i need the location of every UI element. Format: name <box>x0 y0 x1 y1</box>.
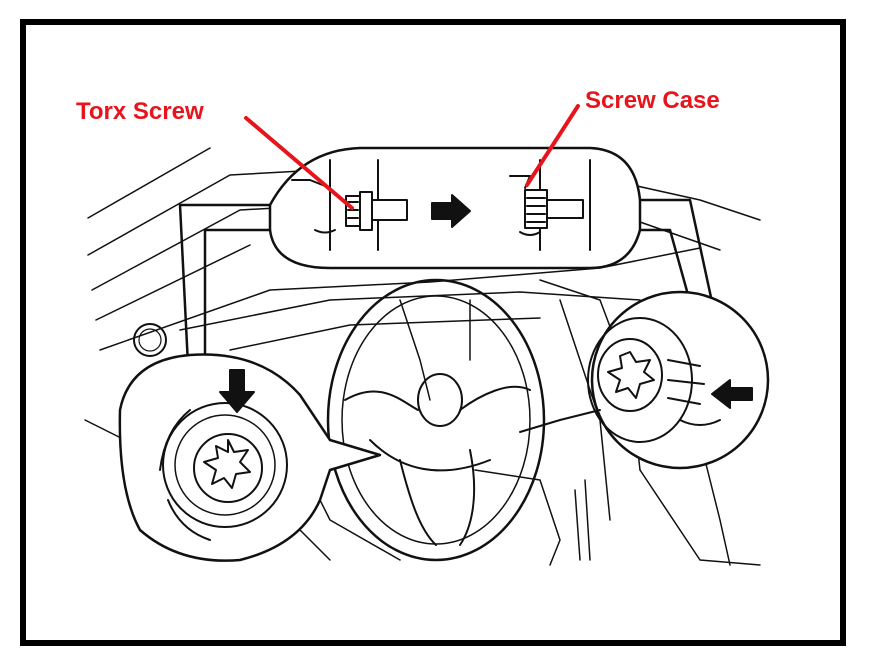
torx-screw-label: Torx Screw <box>76 98 204 125</box>
screw-case-icon <box>509 159 591 251</box>
steering-wheel-icon <box>326 278 546 562</box>
arrow-down-icon <box>219 369 255 413</box>
left-screw-closeup <box>118 353 382 562</box>
arrow-right-icon <box>431 194 471 228</box>
torx-screw-leader <box>244 116 354 210</box>
dashboard-vent <box>133 323 167 357</box>
screw-detail-inset <box>178 146 714 367</box>
right-screw-closeup <box>519 290 770 470</box>
torx-screw-icon <box>291 159 408 251</box>
callout-leaders <box>244 104 580 210</box>
screw-case-label: Screw Case <box>585 87 720 114</box>
arrow-left-icon <box>711 379 753 409</box>
screw-case-leader <box>525 104 580 187</box>
